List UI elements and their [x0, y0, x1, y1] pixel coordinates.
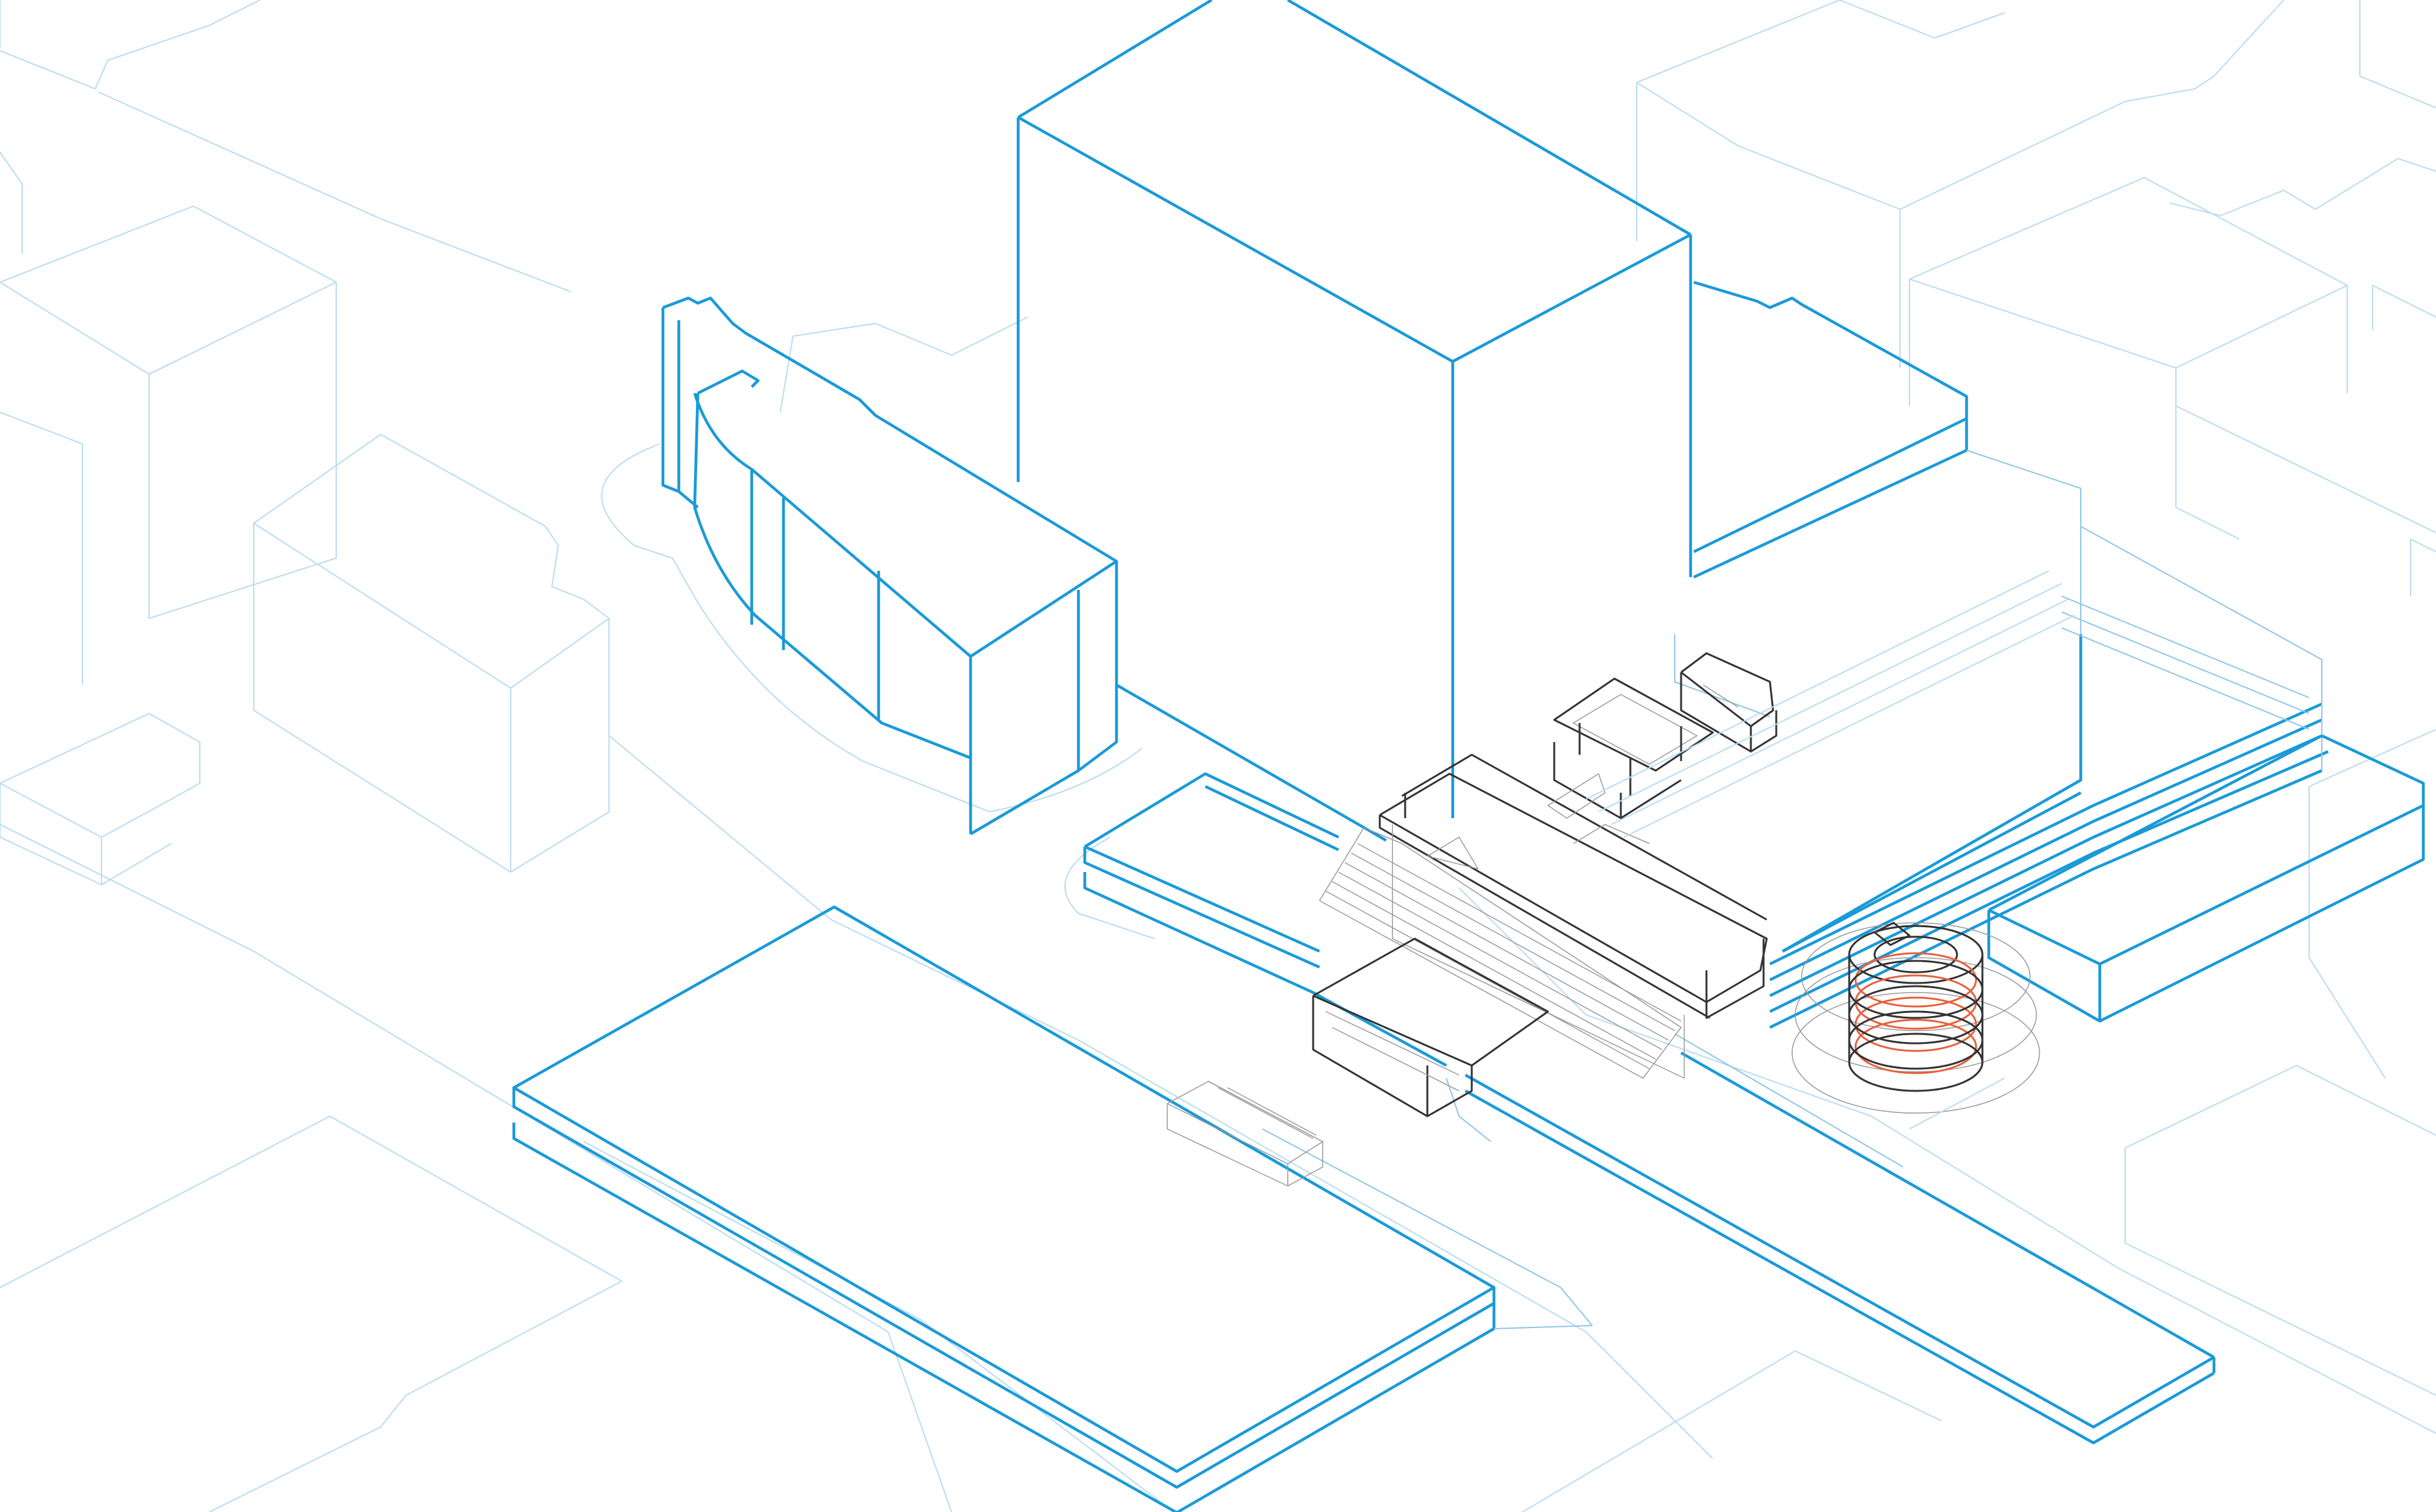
right-terrace-levels	[1674, 526, 2329, 1029]
lower-left-platform	[512, 905, 1593, 1512]
long-linear-strip	[1312, 991, 2216, 1445]
right-annex-box	[1987, 734, 2425, 1023]
context-box-right-lower	[2125, 729, 2436, 1396]
curved-facade-building	[661, 296, 1118, 835]
stepped-seating	[1319, 827, 1682, 1079]
context-block-top-right	[1636, 0, 2436, 368]
elevated-bridge-structure	[1378, 753, 1768, 1079]
tall-tower	[1016, 0, 1693, 842]
small-kiosk	[1680, 652, 1778, 753]
spiral-ramp-tower	[1791, 922, 2040, 1114]
context-ground-lines	[0, 735, 2436, 1512]
small-shelter-box	[1167, 1081, 1324, 1187]
ghost-terrace-lines	[1585, 570, 2075, 1130]
context-block-top-left	[0, 0, 572, 292]
right-stepped-building	[1693, 280, 2081, 634]
context-box-left-upper	[0, 205, 337, 685]
context-road-curves	[601, 316, 1155, 939]
context-box-left-middle	[253, 434, 610, 873]
glass-box-pavilion	[1312, 937, 1549, 1118]
central-plaza-strips	[1083, 772, 1339, 994]
context-box-right-middle	[2175, 405, 2436, 596]
context-box-left-small	[0, 713, 200, 885]
